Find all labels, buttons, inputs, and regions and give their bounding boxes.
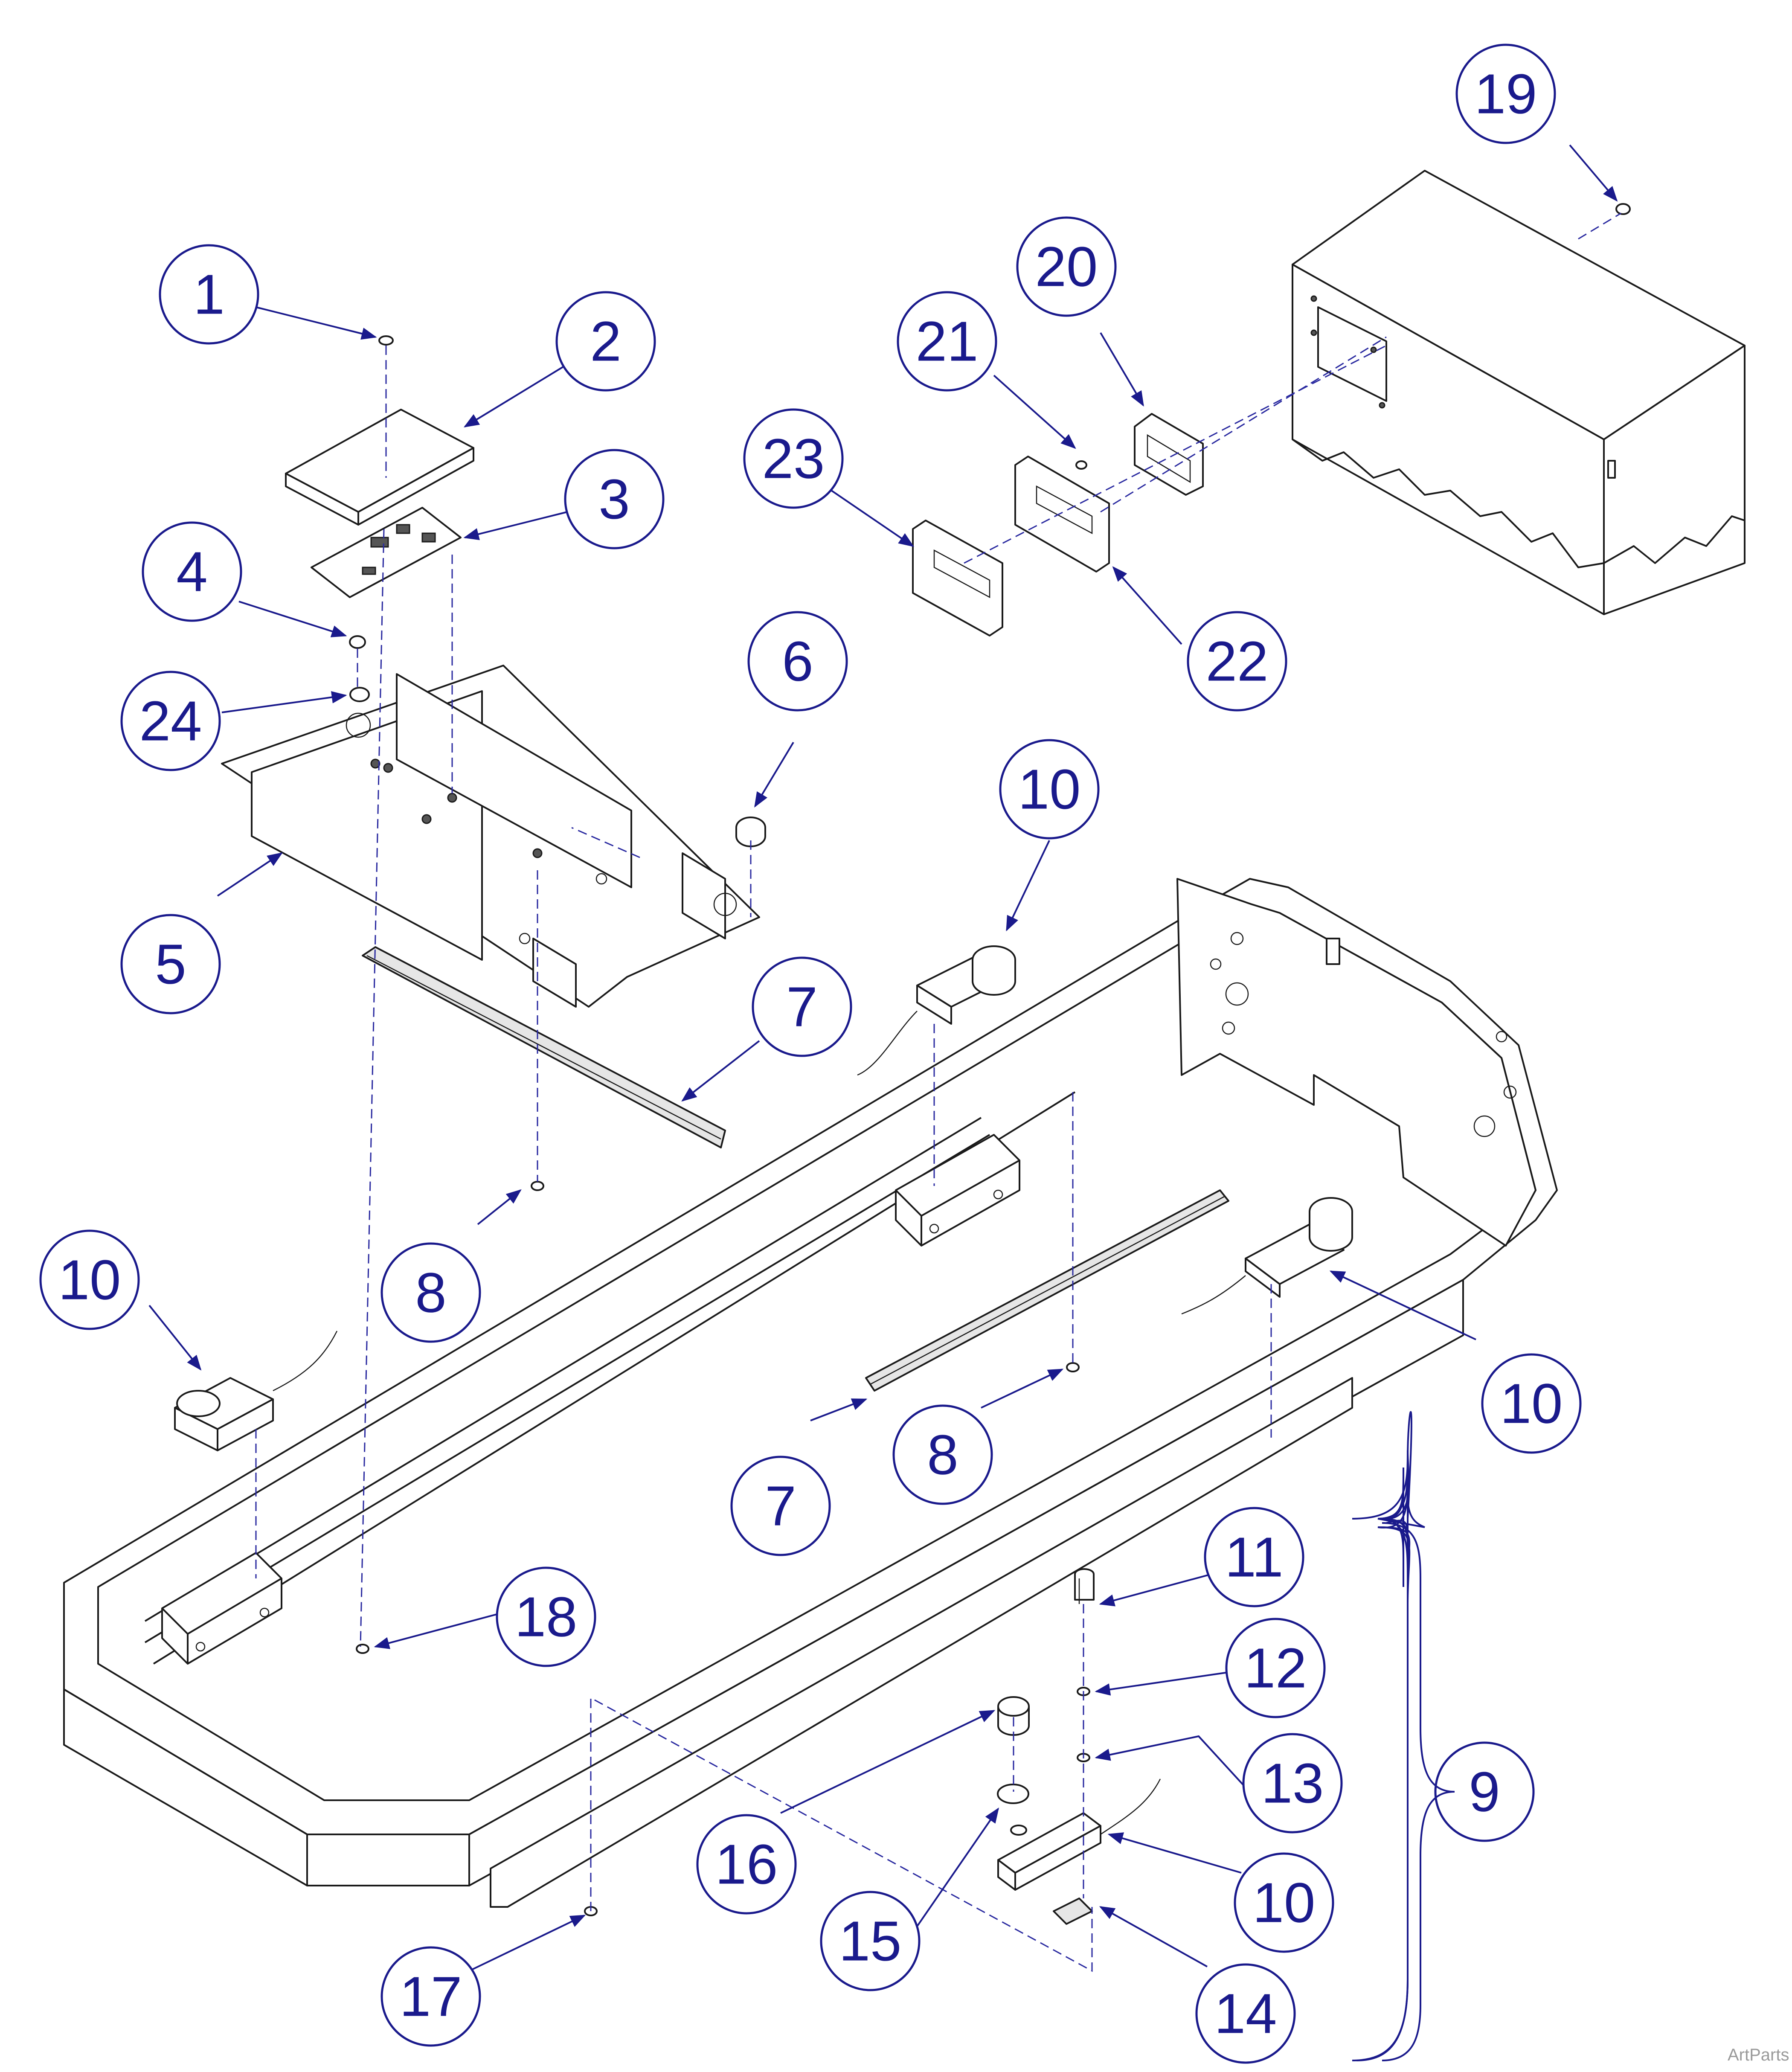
svg-text:13: 13 [1261,1752,1324,1815]
svg-text:11: 11 [1225,1526,1283,1589]
callout-8-lower: 8 [892,1404,993,1505]
nut-item-21 [1075,460,1087,470]
callout-8-upper: 8 [380,1242,481,1343]
svg-text:8: 8 [415,1261,446,1324]
upper-rail [362,946,726,1148]
svg-text:10: 10 [1018,758,1081,821]
load-cell-upper [857,945,1016,1076]
svg-text:20: 20 [1035,235,1098,298]
credit-label: ArtParts [1728,2046,1789,2064]
center-bracket [895,1134,1020,1247]
callout-10-right: 10 [1481,1353,1582,1454]
callout-3: 3 [564,449,665,549]
callout-12: 12 [1225,1618,1326,1718]
nut-item-1 [378,335,394,346]
group-9-brace [1382,1522,1455,2061]
callout-18: 18 [496,1566,596,1667]
callout-21: 21 [897,291,997,392]
callout-4: 4 [142,521,242,622]
callout-17: 17 [380,1946,481,2047]
callout-14: 14 [1195,1963,1296,2064]
svg-text:10: 10 [58,1249,121,1311]
svg-text:10: 10 [1253,1871,1316,1934]
base-frame [63,878,1558,1908]
callout-2: 2 [555,291,656,392]
circuit-board-item-3 [311,507,462,598]
svg-text:16: 16 [715,1833,778,1896]
mounting-tray [221,665,760,1008]
svg-text:7: 7 [786,976,817,1038]
housing [1292,170,1746,615]
svg-text:2: 2 [590,310,621,373]
display-item-20 [1134,413,1204,496]
svg-text:22: 22 [1206,630,1269,693]
dashed-axis-lines [255,212,1621,1972]
callout-24: 24 [120,671,221,771]
load-cell-left [174,1331,338,1451]
svg-text:6: 6 [782,630,813,693]
spacer-item-4 [349,635,366,649]
callout-22: 22 [1187,611,1287,712]
lower-rail [865,1189,1229,1392]
svg-text:23: 23 [762,427,825,490]
svg-text:9: 9 [1469,1761,1500,1823]
callout-10-left: 10 [39,1229,140,1330]
cover-item-2 [285,409,474,526]
load-cell-right [1181,1197,1353,1315]
callout-5: 5 [120,914,221,1014]
leader-lines [148,144,1618,2061]
callout-1: 1 [159,244,259,345]
screw-item-18 [356,1644,369,1654]
callout-16: 16 [696,1814,797,1915]
callout-23: 23 [743,408,844,509]
callout-10-kit: 10 [1234,1852,1334,1953]
svg-text:4: 4 [176,541,207,603]
group-brace-outline [1356,1411,1412,2061]
load-cell-kit [997,1568,1161,1925]
svg-text:17: 17 [400,1965,462,2028]
callout-11: 11 [1204,1507,1304,1607]
svg-text:3: 3 [598,468,630,531]
svg-text:1: 1 [193,263,224,326]
svg-text:8: 8 [927,1424,958,1486]
overlay-item-23 [912,520,1003,636]
svg-text:24: 24 [139,690,202,753]
group-brace [1377,1476,1404,1587]
callout-13: 13 [1242,1733,1343,1834]
callout-7-lower: 7 [730,1456,831,1556]
svg-text:7: 7 [765,1475,796,1537]
callout-20: 20 [1016,216,1117,317]
screw-item-19 [1615,203,1631,215]
svg-text:18: 18 [515,1586,578,1648]
svg-text:5: 5 [155,933,186,996]
callout-bubbles: 1 2 3 4 24 5 6 7 8 10 10 10 7 8 18 19 20… [39,44,1582,2064]
gasket-item-22 [1014,456,1110,572]
callout-6: 6 [747,611,848,712]
svg-text:12: 12 [1244,1637,1307,1700]
callout-19: 19 [1455,44,1556,144]
svg-text:14: 14 [1214,1982,1277,2045]
screws-item-8 [531,1181,1080,1372]
svg-text:21: 21 [916,310,979,373]
svg-text:19: 19 [1475,63,1537,125]
svg-text:15: 15 [839,1910,902,1973]
callout-10-upper: 10 [999,739,1100,840]
callout-7-upper: 7 [752,956,852,1057]
callout-9: 9 [1434,1741,1535,1842]
svg-text:10: 10 [1500,1372,1563,1435]
washer-item-24 [349,687,370,702]
callout-15: 15 [820,1891,921,1991]
